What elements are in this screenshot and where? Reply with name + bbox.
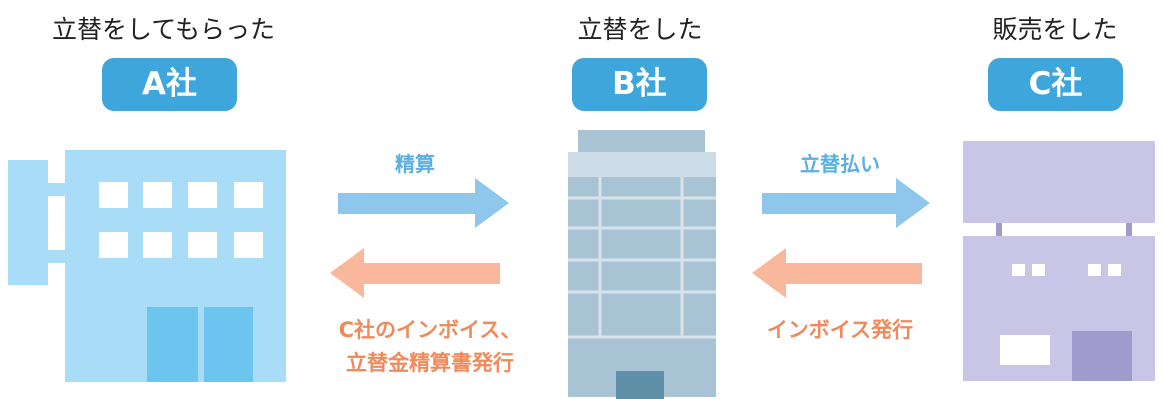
flow-label-advance-payment: 立替払い (800, 152, 880, 176)
role-label-a: 立替をしてもらった (52, 15, 276, 44)
flow-label-settlement: 精算 (395, 152, 435, 176)
role-label-c: 販売をした (992, 15, 1118, 44)
company-badge-a: A社 (102, 58, 237, 111)
flow-label-invoice-issue: インボイス発行 (766, 318, 914, 342)
flow-label-invoice-settlement-1: C社のインボイス、 (338, 318, 522, 342)
role-label-b: 立替をした (577, 15, 703, 44)
company-badge-b: B社 (572, 58, 707, 111)
flow-label-invoice-settlement-2: 立替金精算書発行 (346, 351, 514, 375)
company-badge-c: C社 (988, 58, 1123, 111)
